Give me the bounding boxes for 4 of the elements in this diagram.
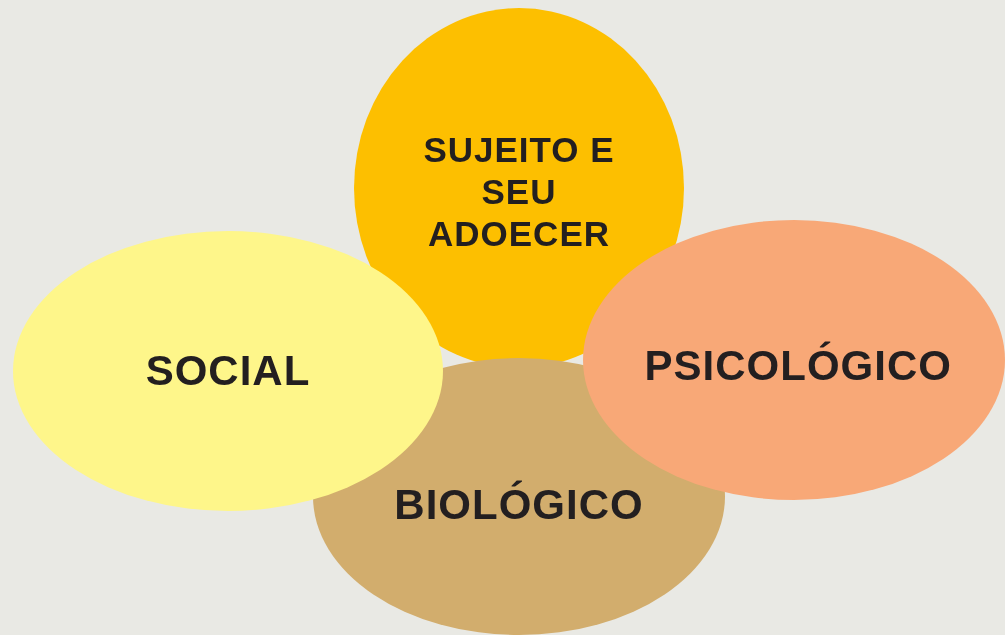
- node-label: PSICOLÓGICO: [643, 342, 953, 389]
- node-label: SOCIAL: [144, 347, 312, 395]
- node-label: BIOLÓGICO: [393, 481, 645, 528]
- node-label: SUJEITO E SEU ADOECER: [422, 128, 616, 255]
